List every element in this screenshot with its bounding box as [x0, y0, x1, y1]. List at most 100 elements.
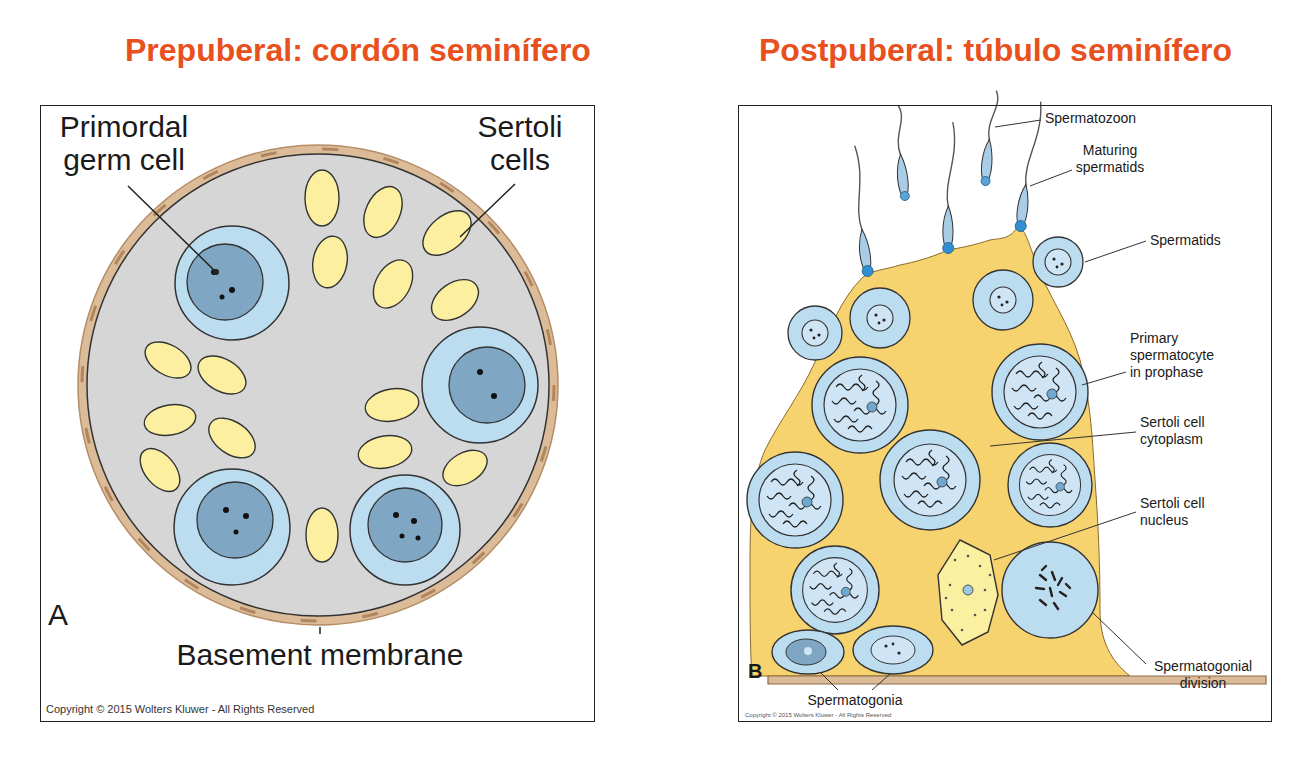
primordial-germ-cell — [416, 536, 421, 541]
sertoli-cell-nucleus — [967, 555, 970, 558]
callout-label: Sertoli cell nucleus — [1140, 495, 1230, 529]
callout-label: Basement membrane — [160, 638, 480, 671]
sertoli-cell-nucleus — [961, 629, 964, 632]
dividing-spermatogonium — [1040, 600, 1046, 605]
illustration — [824, 369, 896, 441]
primordial-germ-cell — [175, 226, 289, 340]
callout-label: Primordal germ cell — [44, 110, 204, 176]
leader-dot — [213, 269, 219, 275]
callout-label: Spermatozoon — [1045, 110, 1136, 127]
illustration — [990, 287, 1016, 313]
primary-spermatocyte — [880, 430, 980, 530]
dividing-spermatogonium — [1058, 578, 1062, 585]
leader-line — [128, 184, 515, 634]
primary-spermatocyte — [791, 546, 879, 634]
dividing-spermatogonium — [1002, 542, 1098, 638]
leader-line — [1085, 241, 1146, 262]
primordial-germ-cell — [400, 534, 405, 539]
dividing-spermatogonium — [1036, 566, 1070, 609]
leader-line — [994, 512, 1136, 560]
primordial-germ-cell — [220, 295, 225, 300]
round-spermatid — [1033, 237, 1083, 287]
leader-line — [872, 674, 890, 690]
seminiferous-cord — [87, 154, 549, 616]
primordial-germ-cell — [350, 475, 460, 585]
sertoli-nucleus — [139, 335, 197, 386]
primordial-germ-cell — [411, 518, 417, 524]
spermatid — [894, 105, 910, 201]
primordial-germ-cell — [197, 482, 273, 558]
sertoli-cytoplasm — [750, 226, 1130, 676]
primordial-germ-cell — [422, 327, 538, 443]
leader-line — [128, 186, 216, 272]
dividing-spermatogonium — [1050, 588, 1052, 596]
callout-label: Spermatids — [1150, 232, 1221, 249]
sertoli-cell-nucleus — [974, 614, 977, 617]
leader-line — [1092, 612, 1146, 664]
leader-line — [319, 627, 321, 634]
sertoli-cell-nucleus — [979, 565, 982, 568]
sertoli-cell-nucleus — [954, 559, 957, 562]
sertoli-nucleus — [365, 253, 420, 315]
illustration — [802, 320, 828, 346]
sertoli-nucleus — [437, 443, 494, 493]
copyright-note: Copyright © 2015 Wolters Kluwer - All Ri… — [745, 712, 891, 719]
dividing-spermatogonium — [1066, 584, 1070, 588]
primordial-germ-cell — [368, 488, 442, 562]
primordial-germ-cell — [477, 369, 483, 375]
spermatogonium — [871, 636, 915, 664]
leader-line — [990, 432, 1136, 446]
panel-heading: Prepuberal: cordón seminífero — [125, 33, 591, 68]
leader-line — [820, 120, 1146, 690]
illustration — [1045, 249, 1071, 275]
callout-label: Maturing spermatids — [1060, 142, 1160, 176]
spermatid — [1014, 101, 1048, 233]
sertoli-cell-nucleus — [989, 574, 992, 577]
callout-label: Spermatogonia — [800, 692, 910, 709]
spermatogonium — [892, 643, 895, 646]
sertoli-nucleus — [309, 233, 352, 290]
spermatid — [850, 145, 873, 277]
sertoli-nucleus — [305, 170, 339, 226]
primordial-germ-cell — [223, 507, 229, 513]
callout-label: Spermatogonial division — [1148, 658, 1258, 692]
sertoli-cell-nucleus — [984, 609, 987, 612]
leader-line — [995, 120, 1041, 127]
primordial-germ-cell — [491, 393, 497, 399]
dividing-spermatogonium — [1054, 603, 1058, 609]
sertoli-cell-nucleus — [938, 540, 998, 645]
sertoli-cell-nucleus — [945, 597, 948, 600]
copyright-note: Copyright © 2015 Wolters Kluwer - All Ri… — [46, 703, 314, 716]
leader-line — [820, 672, 838, 690]
dividing-spermatogonium — [1040, 575, 1046, 580]
panel-heading: Postpuberal: túbulo seminífero — [759, 33, 1232, 68]
dividing-spermatogonium — [1042, 566, 1046, 570]
dividing-spermatogonium — [1060, 592, 1066, 596]
round-spermatid — [850, 288, 910, 348]
panel-letter: B — [748, 660, 762, 682]
callout-label: Sertoli cells — [455, 110, 585, 176]
sertoli-nucleus — [142, 401, 198, 440]
sertoli-cell-nucleus — [949, 584, 952, 587]
spermatogonium — [804, 647, 812, 655]
sertoli-cell-nucleus — [945, 555, 992, 632]
sertoli-nucleus — [191, 348, 252, 402]
spermatogonium — [884, 644, 887, 647]
sertoli-nucleus — [202, 410, 263, 466]
primary-spermatocyte — [747, 452, 843, 548]
sertoli-nucleus — [356, 180, 410, 243]
spermatogonium — [853, 626, 933, 674]
illustration — [894, 444, 966, 516]
callout-label: Primary spermatocyte in prophase — [1130, 330, 1222, 380]
primordial-germ-cell — [174, 226, 538, 585]
seminiferous-cord — [82, 149, 554, 621]
callout-label: Sertoli cell cytoplasm — [1140, 414, 1230, 448]
spermatogonium — [897, 651, 900, 654]
dividing-spermatogonium — [1036, 588, 1044, 589]
spermatogonium — [772, 630, 844, 674]
illustration — [1004, 356, 1076, 428]
sertoli-nucleus — [363, 385, 422, 426]
sertoli-nucleus — [306, 508, 338, 562]
